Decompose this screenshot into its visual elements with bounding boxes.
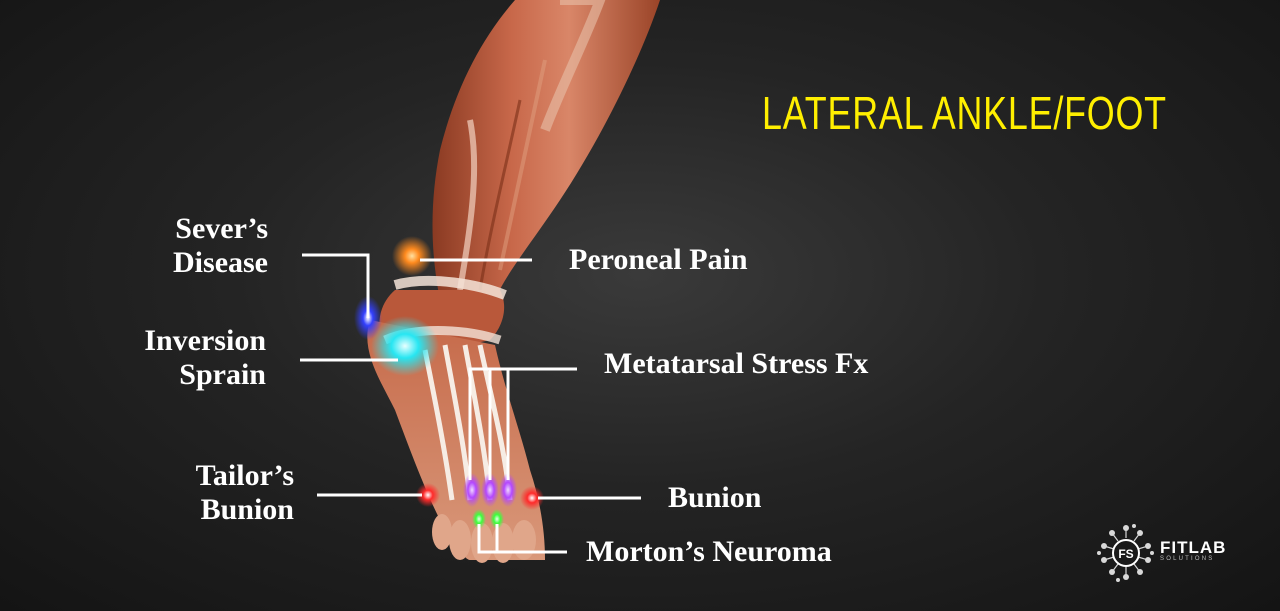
severs-disease-label: Sever’s Disease	[140, 212, 268, 280]
leg-illustration	[367, 0, 660, 563]
bunion-marker	[520, 486, 544, 510]
logo-sub-text: SOLUTIONS	[1160, 556, 1215, 562]
mortons-neuroma-label: Morton’s Neuroma	[586, 535, 832, 568]
peroneal-pain-marker	[392, 236, 432, 276]
tailors-bunion-marker	[416, 483, 440, 507]
mortons-leader	[477, 524, 567, 554]
tailors-label-line1: Tailor’s	[195, 459, 294, 492]
logo-monogram: FS	[1118, 547, 1133, 561]
tailors-bunion-label: Tailor’s Bunion	[160, 459, 294, 527]
logo-mark-icon: FS	[1097, 524, 1154, 582]
peroneal-pain-label: Peroneal Pain	[569, 243, 748, 276]
metatarsal-marker-1	[463, 473, 481, 507]
inversion-sprain-label: Inversion Sprain	[110, 324, 266, 392]
metatarsal-marker-2	[481, 473, 499, 507]
metatarsal-leader	[468, 367, 577, 480]
page-title: LATERAL ANKLE/FOOT	[762, 87, 1167, 139]
metatarsal-stress-label: Metatarsal Stress Fx	[604, 347, 869, 380]
bunion-label: Bunion	[668, 481, 762, 514]
severs-leader	[302, 253, 370, 318]
severs-label-line1: Sever’s	[175, 212, 268, 245]
fitlab-logo: FS FITLAB SOLUTIONS	[1096, 522, 1246, 582]
mortons-neuroma-marker-1	[472, 509, 486, 529]
severs-label-line2: Disease	[173, 246, 268, 279]
inversion-sprain-marker	[371, 316, 439, 376]
inversion-label-line2: Sprain	[179, 358, 266, 391]
logo-brand-text: FITLAB	[1160, 538, 1227, 557]
tailors-label-line2: Bunion	[200, 493, 294, 526]
leader-lines	[300, 253, 641, 554]
metatarsal-marker-3	[499, 473, 517, 507]
mortons-neuroma-marker-2	[490, 509, 504, 529]
inversion-label-line1: Inversion	[144, 324, 266, 357]
